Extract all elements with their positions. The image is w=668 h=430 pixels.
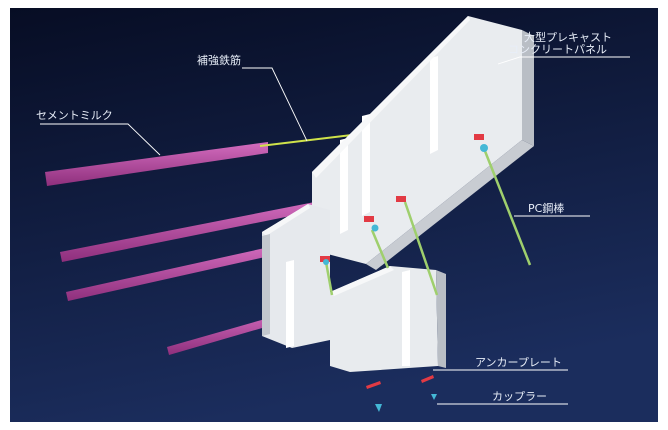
couplers xyxy=(323,144,488,412)
leader-lines xyxy=(40,56,630,405)
precast-panel-separate xyxy=(330,266,446,372)
anchor-plate xyxy=(474,134,484,140)
pc-bar xyxy=(481,145,532,266)
panel-face xyxy=(262,204,330,348)
grout-column xyxy=(60,199,330,262)
pc-steel-bars xyxy=(324,145,532,296)
panel-edge xyxy=(366,140,534,270)
precast-panel-lower xyxy=(262,204,330,348)
pc-bar xyxy=(370,229,390,269)
label-panel-line2: コンクリートパネル xyxy=(508,43,607,56)
panel-highlight xyxy=(312,16,470,178)
panel-highlight xyxy=(330,266,394,296)
panel-side xyxy=(262,234,270,336)
grout-column xyxy=(45,142,268,186)
anchor-plate xyxy=(320,256,330,262)
coupler xyxy=(323,259,329,265)
label-pc-bar: PC鋼棒 xyxy=(528,201,564,215)
leader-rebar xyxy=(242,67,308,142)
cement-milk-columns xyxy=(45,142,330,355)
precast-panel-main xyxy=(312,16,534,270)
label-anchor-plate: アンカープレート xyxy=(475,356,562,369)
panel-side xyxy=(436,270,446,368)
anchor-plates xyxy=(320,134,484,389)
panel-face xyxy=(330,266,438,372)
anchor-plate xyxy=(364,216,374,222)
leader-panel xyxy=(497,56,630,65)
pc-bar xyxy=(403,201,439,296)
label-coupler: カップラー xyxy=(492,390,547,403)
label-rebar: 補強鉄筋 xyxy=(197,53,241,67)
panel-rib xyxy=(402,270,410,366)
anchor-plate-legend xyxy=(421,375,434,383)
coupler xyxy=(480,144,488,152)
panel-highlight xyxy=(262,204,310,236)
coupler-legend xyxy=(431,394,437,400)
panel-side xyxy=(522,30,534,146)
anchor-plate xyxy=(396,196,406,202)
grout-column xyxy=(66,244,283,301)
panel-rib xyxy=(430,56,438,154)
panel-rib xyxy=(286,260,294,348)
anchor-plate-legend xyxy=(366,381,381,389)
leader-cement-milk xyxy=(40,123,161,156)
label-cement-milk: セメントミルク xyxy=(36,109,113,122)
coupler-legend xyxy=(375,404,382,412)
panel-rib xyxy=(340,138,348,234)
coupler xyxy=(371,224,379,232)
panel-rib xyxy=(362,114,370,216)
label-panel-line1: 大型プレキャスト xyxy=(524,30,612,44)
pc-bar xyxy=(324,261,334,296)
